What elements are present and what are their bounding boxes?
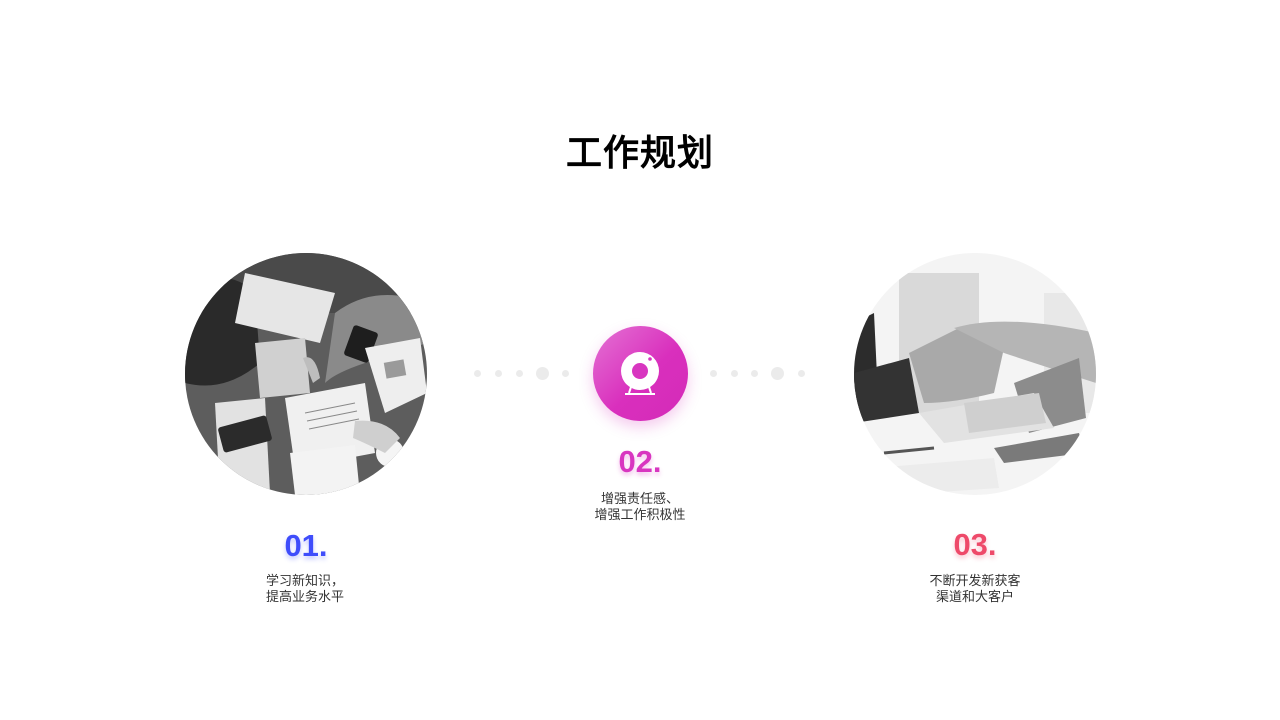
item-description-03: 不断开发新获客 渠道和大客户 xyxy=(875,574,1075,606)
item-line-2: 提高业务水平 xyxy=(265,590,344,605)
connector-dot xyxy=(562,370,569,377)
connector-dot xyxy=(751,370,758,377)
item-line-2: 渠道和大客户 xyxy=(935,590,1014,605)
connector-dot xyxy=(536,367,549,380)
slide-title: 工作规划 xyxy=(565,133,714,174)
item-line-1: 学习新知识， xyxy=(265,574,344,589)
connector-dot xyxy=(710,370,717,377)
item-number-01: 01. xyxy=(284,528,328,563)
item-description-02: 增强责任感、 增强工作积极性 xyxy=(540,492,740,524)
item-description-01: 学习新知识， 提高业务水平 xyxy=(205,574,405,606)
handshake-photo xyxy=(854,253,1096,495)
item-line-1: 增强责任感、 xyxy=(600,492,679,507)
webcam-icon xyxy=(621,352,659,395)
connector-dot xyxy=(771,367,784,380)
item-line-2: 增强工作积极性 xyxy=(594,508,686,523)
icon-circle xyxy=(593,326,688,421)
connector-dot xyxy=(495,370,502,377)
item-line-1: 不断开发新获客 xyxy=(929,574,1021,589)
item-number-02: 02. xyxy=(618,444,662,479)
connector-dot xyxy=(474,370,481,377)
item-number-03: 03. xyxy=(953,527,997,562)
connector-dot xyxy=(798,370,805,377)
connector-dot xyxy=(516,370,523,377)
connector-dot xyxy=(731,370,738,377)
team-meeting-photo xyxy=(185,253,427,495)
